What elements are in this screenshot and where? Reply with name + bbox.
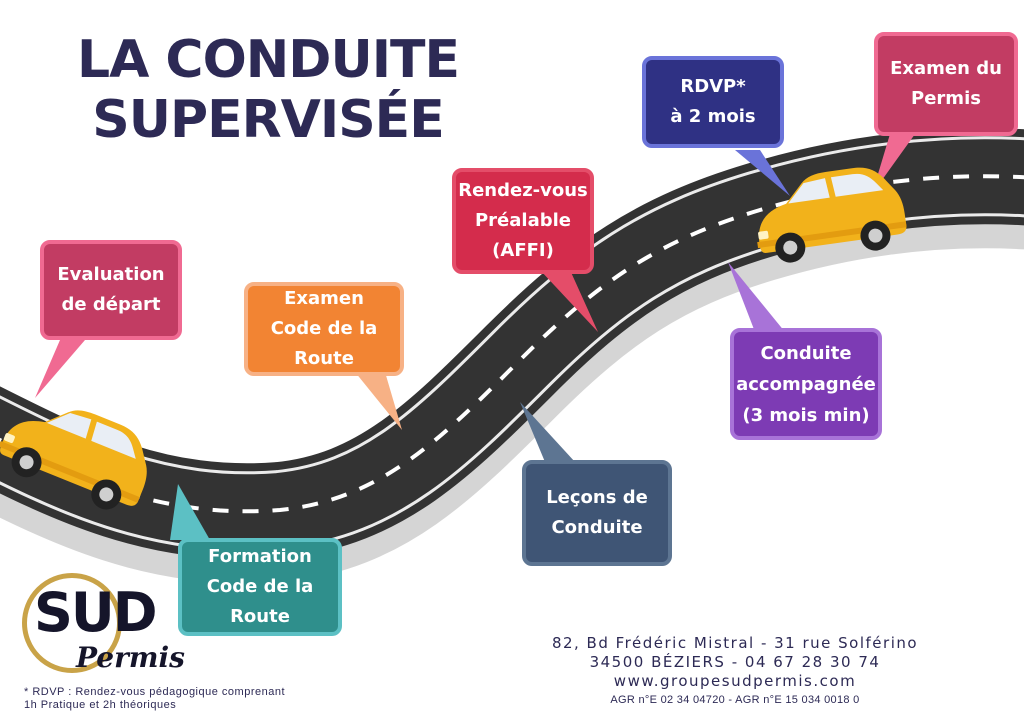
step-line: Conduite <box>551 517 643 538</box>
step-line: de départ <box>61 294 161 315</box>
step-line: Code de la Route <box>206 576 314 627</box>
logo-script: Permis <box>76 641 185 674</box>
step-formation-code: Formation Code de la Route <box>178 538 342 636</box>
footnote-line-1: * RDVP : Rendez-vous pédagogique compren… <box>24 686 286 698</box>
step-line: Leçons de <box>546 487 648 508</box>
step-evaluation-depart: Evaluation de départ <box>40 240 182 340</box>
step-line: (AFFI) <box>492 240 554 261</box>
step-examen-code: Examen Code de la Route <box>244 282 404 376</box>
step-line: Préalable <box>474 210 571 231</box>
contact-address: 82, Bd Frédéric Mistral - 31 rue Solféri… <box>551 634 919 652</box>
title-line-1: LA CONDUITE <box>76 30 460 90</box>
step-line: à 2 mois <box>670 106 756 127</box>
step-line: Conduite <box>760 342 852 364</box>
step-conduite-accompagnee: Conduite accompagnée (3 mois min) <box>730 328 882 440</box>
sud-permis-logo: SUD Permis <box>20 565 185 685</box>
page-title: LA CONDUITE SUPERVISÉE <box>48 30 488 150</box>
contact-city-phone: 34500 BÉZIERS - 04 67 28 30 74 <box>589 653 881 671</box>
step-line: Evaluation <box>57 264 165 285</box>
step-line: (3 mois min) <box>742 404 870 426</box>
contact-block: 82, Bd Frédéric Mistral - 31 rue Solféri… <box>470 634 1000 691</box>
step-line: Rendez-vous <box>458 180 588 201</box>
contact-website[interactable]: www.groupesudpermis.com <box>613 672 857 690</box>
step-line: accompagnée <box>736 373 876 395</box>
step-line: Formation <box>208 546 312 567</box>
logo-brand: SUD <box>34 581 158 644</box>
step-line: Code de la Route <box>270 318 378 369</box>
step-rdvp: RDVP* à 2 mois <box>642 56 784 148</box>
agr-numbers: AGR n°E 02 34 04720 - AGR n°E 15 034 001… <box>610 694 860 706</box>
step-examen-permis: Examen du Permis <box>874 32 1018 136</box>
step-line: RDVP* <box>680 76 746 97</box>
rdvp-footnote: * RDVP : Rendez-vous pédagogique compren… <box>24 686 285 712</box>
step-line: Examen du <box>890 58 1002 79</box>
step-line: Examen <box>284 288 364 309</box>
step-lecons-conduite: Leçons de Conduite <box>522 460 672 566</box>
footnote-line-2: 1h Pratique et 2h théoriques <box>24 699 177 711</box>
logo-ring <box>22 573 122 673</box>
step-rendez-vous-prealable: Rendez-vous Préalable (AFFI) <box>452 168 594 274</box>
step-line: Permis <box>911 88 981 109</box>
title-line-2: SUPERVISÉE <box>92 90 444 150</box>
